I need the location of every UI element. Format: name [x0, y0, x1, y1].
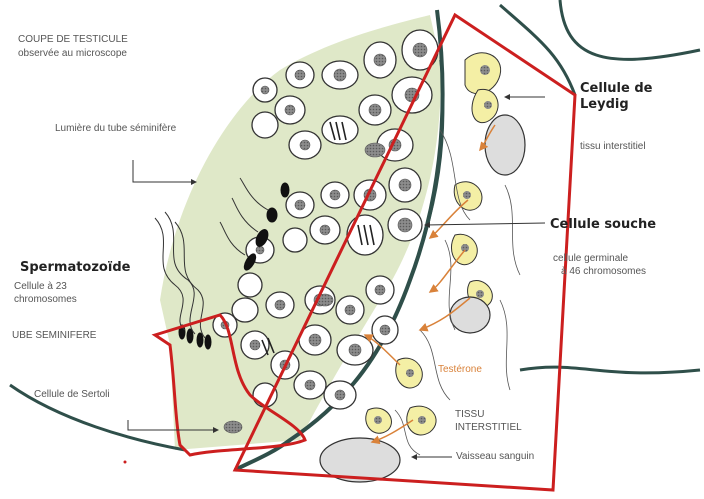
germinal-cell-line-1: cellule germinale	[553, 253, 628, 265]
outer-wall-right-top	[560, 0, 700, 59]
title-line-1: COUPE DE TESTICULE	[18, 34, 128, 46]
interstitial-block-line-2: INTERSTITIEL	[455, 422, 522, 434]
stem-cell-label: Cellule souche	[550, 217, 656, 232]
sperm-chromosome-line-1: Cellule à 23	[14, 281, 67, 293]
title-line-2: observée au microscope	[18, 48, 127, 60]
germinal-cell-line-2: à 46 chromosomes	[561, 266, 646, 278]
sperm-chromosome-line-2: chromosomes	[14, 294, 77, 306]
interstitial-tissue-label: tissu interstitiel	[580, 141, 646, 153]
lumen-label: Lumière du tube séminifère	[55, 123, 176, 135]
red-dot-mark	[124, 461, 127, 464]
outer-wall-bottom-right	[520, 367, 700, 373]
leydig-label-line-1: Cellule de	[580, 81, 652, 96]
spermatozoon-label: Spermatozoïde	[20, 260, 130, 275]
testosterone-label: Testérone	[438, 364, 482, 376]
leydig-label-line-2: Leydig	[580, 97, 629, 112]
seminiferous-tube-label: UBE SEMINIFERE	[12, 330, 96, 342]
sertoli-label: Cellule de Sertoli	[34, 389, 110, 401]
interstitial-block-line-1: TISSU	[455, 409, 484, 421]
blood-vessel-label: Vaisseau sanguin	[456, 451, 534, 463]
